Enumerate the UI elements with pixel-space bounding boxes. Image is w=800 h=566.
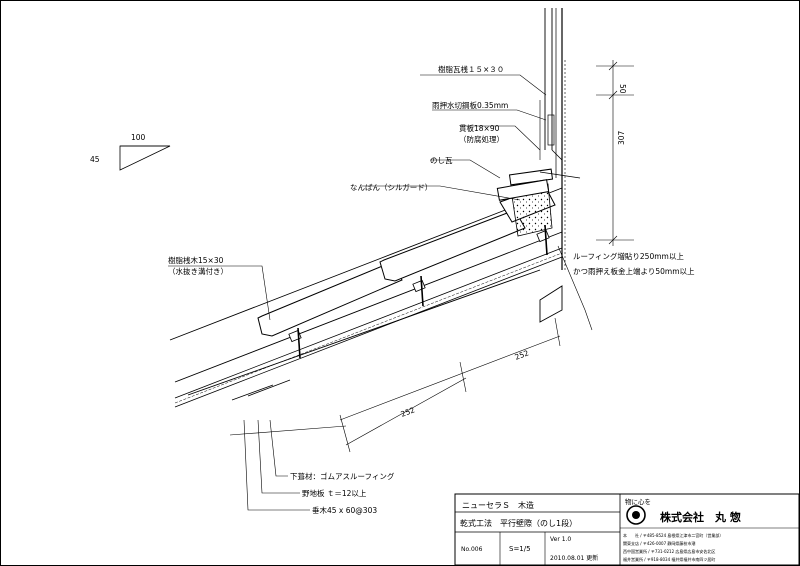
dim-50: 50 <box>618 84 627 94</box>
label-nanban: なんばん（シルガード） <box>350 182 432 192</box>
wall <box>539 8 566 270</box>
slope-run-label: 100 <box>131 133 146 142</box>
slope-indicator: 100 45 <box>90 133 171 171</box>
dim-307: 307 <box>617 130 626 145</box>
title-address-1: 本 社 / 〒485-8524 島根県江津市二宮町（営業部） <box>623 532 723 538</box>
title-company: 株式会社 丸 惣 <box>660 510 741 524</box>
leader-lines <box>168 74 593 511</box>
title-address-4: 福井営業所 / 〒918-8034 福井県福井市南四ツ居町 <box>623 556 715 562</box>
label-sheathing: 野地板 ｔ＝12以上 <box>302 488 367 498</box>
dimension-lines-slope <box>229 317 561 453</box>
rafter <box>169 187 563 396</box>
company-logo <box>626 505 646 525</box>
sheathing-layers <box>174 247 563 408</box>
company-logo-mark <box>632 511 640 519</box>
label-rafter: 垂木45 x 60@303 <box>312 505 377 515</box>
title-motto: 物に心を <box>625 497 651 506</box>
label-batten-left-line1: 樹脂桟木15×30 <box>168 255 224 265</box>
label-batten-top: 樹脂瓦桟１５×３０ <box>438 64 504 74</box>
title-address-2: 関東支店 / 〒426-0007 静岡県藤枝市潮 <box>623 540 695 546</box>
dimension-lines-right <box>596 60 634 246</box>
nanban-and-noshi <box>496 168 581 237</box>
title-method: 乾式工法 平行壁際（のし1段） <box>460 518 577 528</box>
title-number: No.006 <box>461 546 483 553</box>
title-version: Ver 1.0 <box>550 536 571 543</box>
label-board-line2: （防腐処理） <box>459 134 504 144</box>
title-product: ニューセラＳ 木造 <box>462 500 534 510</box>
title-scale: S=1/5 <box>509 545 531 553</box>
label-roofing-note-line2: かつ雨押え板金上端より50mm以上 <box>573 266 695 276</box>
label-flashing: 雨押水切鋼板0.35mm <box>432 100 508 110</box>
dim-252-upper: 252 <box>513 348 530 362</box>
label-roofing-note-line1: ルーフィング増貼り250mm以上 <box>573 251 684 261</box>
slope-rise-label: 45 <box>90 155 100 164</box>
title-block: ニューセラＳ 木造 乾式工法 平行壁際（のし1段） No.006 S=1/5 V… <box>454 493 800 566</box>
label-underlay: 下葺材：ゴムアスルーフィング <box>290 471 395 481</box>
title-address-3: 西中国営業所 / 〒731-0212 広島県広島市安佐北区 <box>623 548 715 554</box>
battens-and-screws <box>288 224 550 359</box>
label-board-line1: 貫板18×90 <box>459 123 500 133</box>
label-batten-left-line2: （水抜き溝付き） <box>168 266 228 276</box>
label-noshi: のし瓦 <box>430 156 453 165</box>
title-date: 2010.08.01 更新 <box>550 554 598 562</box>
